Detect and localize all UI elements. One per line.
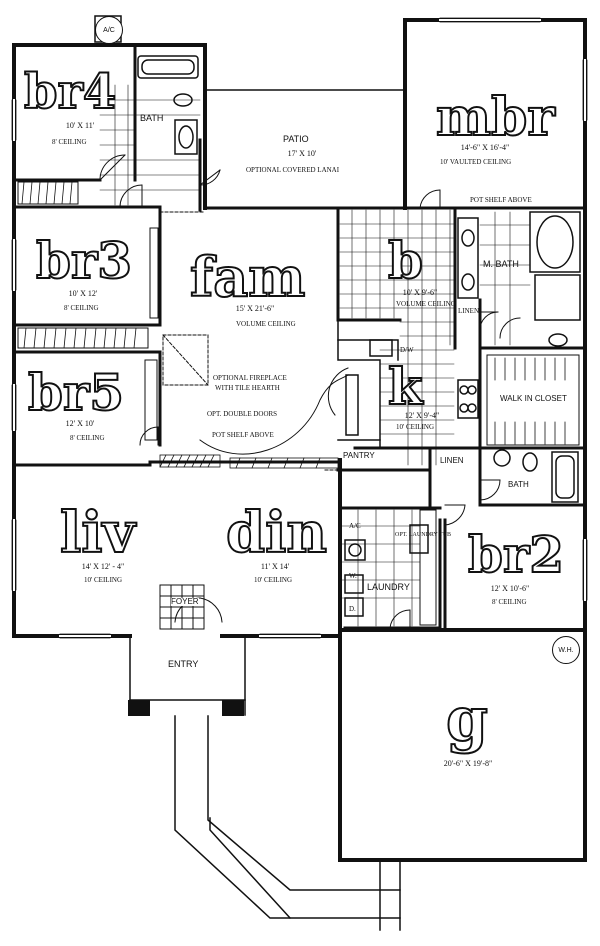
- optional-fireplace: [162, 334, 209, 386]
- g-title: g: [445, 685, 489, 755]
- pot-shelf-fam: POT SHELF ABOVE: [212, 431, 274, 439]
- tile-floor: [99, 84, 531, 627]
- g-size: 20'-6" X 19'-8": [443, 759, 493, 768]
- ac-unit-label: A/C: [95, 16, 123, 44]
- double-doors-note: OPT. DOUBLE DOORS: [207, 410, 278, 418]
- walkin-label: WALK IN CLOSET: [500, 394, 567, 403]
- dishwasher-label: D/W: [400, 346, 414, 354]
- din-title: din: [225, 500, 328, 566]
- br2-ceiling: 8' CEILING: [492, 598, 527, 606]
- din-size: 11' X 14': [260, 562, 290, 571]
- entry-label: ENTRY: [168, 659, 199, 669]
- fireplace-note-1: OPTIONAL FIREPLACE: [213, 374, 287, 382]
- foyer-label: FOYER: [171, 597, 199, 606]
- br4-size: 10' X 11': [65, 121, 95, 130]
- mbr-size: 14'-6" X 16'-4": [460, 143, 510, 152]
- liv-title: liv: [59, 500, 136, 566]
- fam-ceiling: VOLUME CEILING: [236, 320, 296, 328]
- b-size: 10' X 9'-6": [402, 288, 438, 297]
- br5-ceiling: 8' CEILING: [70, 434, 105, 442]
- b-title: b: [387, 231, 424, 290]
- linen-mbath: LINEN: [458, 307, 479, 315]
- patio-size: 17' X 10': [287, 149, 317, 158]
- br3-size: 10' X 12': [68, 289, 98, 298]
- bath2-label: BATH: [508, 480, 529, 489]
- br5-title: br5: [27, 363, 125, 422]
- water-heater-label: W.H.: [552, 636, 580, 664]
- fam-title: fam: [189, 245, 306, 309]
- laundry-label: LAUNDRY: [367, 582, 410, 592]
- br3-ceiling: 8' CEILING: [64, 304, 99, 312]
- washer-label: W.: [349, 572, 357, 580]
- opt-laundry-tub: OPT. LAUNDRY TUB: [395, 532, 452, 538]
- fireplace-note-2: WITH TILE HEARTH: [215, 384, 280, 392]
- ac-top-text: A/C: [103, 26, 115, 34]
- door-swings: [99, 154, 521, 629]
- patio-note: OPTIONAL COVERED LANAI: [246, 166, 340, 174]
- k-ceiling: 10' CEILING: [396, 423, 435, 431]
- pantry-label: PANTRY: [343, 451, 375, 460]
- walkway: [174, 715, 401, 920]
- br2-title: br2: [467, 525, 565, 584]
- b-ceiling: VOLUME CEILING: [396, 300, 456, 308]
- din-ceiling: 10' CEILING: [254, 576, 293, 584]
- dryer-label: D.: [349, 605, 356, 613]
- patio-label: PATIO: [283, 134, 309, 144]
- liv-ceiling: 10' CEILING: [84, 576, 123, 584]
- br3-title: br3: [35, 231, 133, 290]
- interior-walls: [12, 46, 587, 632]
- mbr-title: mbr: [435, 87, 556, 148]
- br2-size: 12' X 10'-6": [490, 584, 530, 593]
- wh-text: W.H.: [558, 646, 574, 654]
- pot-shelf-mbr: POT SHELF ABOVE: [470, 196, 532, 204]
- br4-title: br4: [23, 64, 117, 120]
- mbr-ceiling: 10' VAULTED CEILING: [440, 158, 512, 166]
- bath1-label: BATH: [140, 113, 164, 123]
- k-size: 12' X 9'-4": [404, 411, 440, 420]
- bath-fixtures: [137, 55, 581, 617]
- linen-label: LINEN: [440, 456, 464, 465]
- kitchen-counters: [337, 319, 479, 449]
- k-title: k: [387, 357, 424, 416]
- br5-size: 12' X 10': [65, 419, 95, 428]
- br4-ceiling: 8' CEILING: [52, 138, 87, 146]
- fam-size: 15' X 21'-6": [235, 304, 275, 313]
- liv-size: 14' X 12' - 4": [81, 562, 125, 571]
- ac-laundry-label: A/C: [349, 522, 361, 530]
- mbath-label: M. BATH: [483, 259, 519, 269]
